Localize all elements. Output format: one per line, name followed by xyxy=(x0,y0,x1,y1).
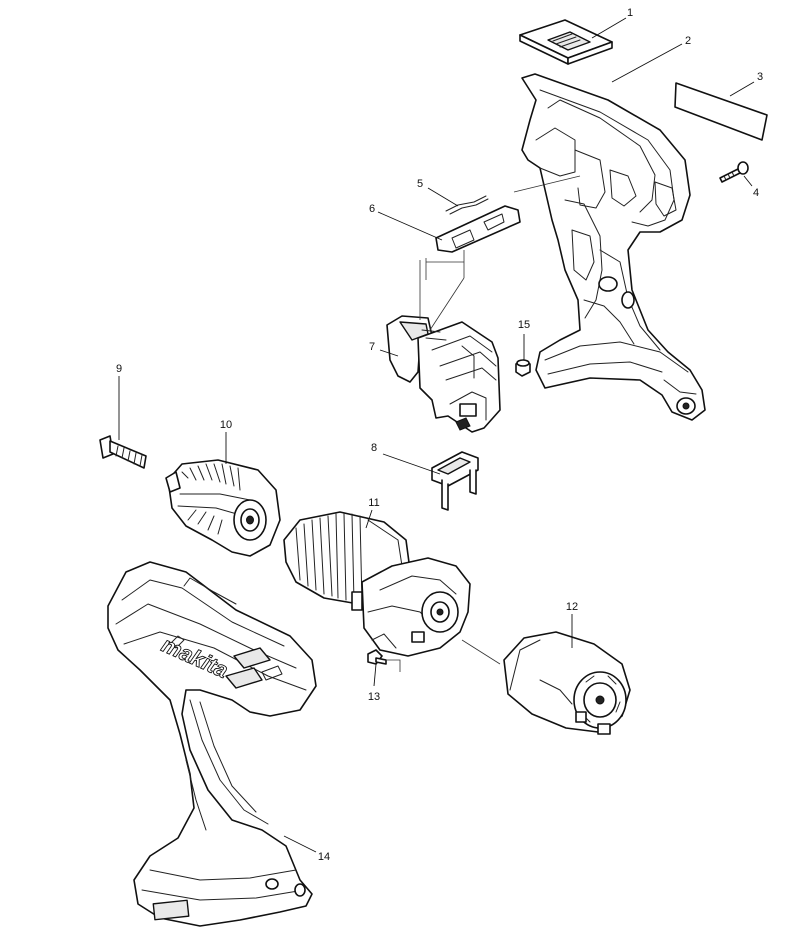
callout-1: 1 xyxy=(627,7,633,19)
callout-10: 10 xyxy=(220,419,232,431)
callout-11: 11 xyxy=(368,497,379,509)
callout-5: 5 xyxy=(417,178,423,190)
part-6-lever xyxy=(425,205,521,280)
part-9-bolt xyxy=(99,435,147,469)
part-11-gearbox xyxy=(283,511,471,657)
part-1-slide-cover xyxy=(519,19,613,65)
callout-15: 15 xyxy=(518,319,530,331)
callout-13: 13 xyxy=(368,691,380,703)
callout-4: 4 xyxy=(753,187,759,199)
part-3-label xyxy=(674,82,768,141)
callout-12: 12 xyxy=(566,601,578,613)
callout-6: 6 xyxy=(369,203,375,215)
callout-labels: 1 2 3 4 5 6 7 8 9 10 11 12 13 14 15 xyxy=(116,7,763,863)
part-12-motor xyxy=(503,631,631,735)
part-5-spring xyxy=(445,195,489,215)
part-15-pin xyxy=(515,359,531,377)
callout-9: 9 xyxy=(116,363,122,375)
callout-14: 14 xyxy=(318,851,330,863)
part-14-housing: makita xyxy=(107,561,317,927)
part-13-screw xyxy=(367,649,387,665)
leader-lines xyxy=(118,17,755,853)
part-4-screw xyxy=(719,161,749,183)
part-8-terminal xyxy=(431,451,479,511)
part-7-switch xyxy=(386,315,501,433)
part-2-housing-half xyxy=(521,73,706,421)
callout-2: 2 xyxy=(685,35,691,47)
callout-7: 7 xyxy=(369,341,375,353)
callout-8: 8 xyxy=(371,442,377,454)
callout-3: 3 xyxy=(757,71,763,83)
part-10-chuck xyxy=(165,459,281,557)
